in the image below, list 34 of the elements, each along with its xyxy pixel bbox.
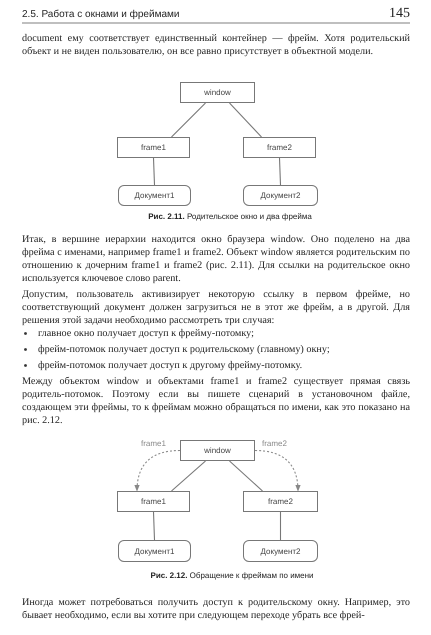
connector-line [171,102,206,138]
running-header: 2.5. Работа с окнами и фреймами [22,9,180,20]
paragraph: Итак, в вершине иерархии находится окно браузера window. Оно поделено на два фрейма с именами, например frame1 и frame2. Объект window является родительским по отношению к дочерним frame1 и frame2 (рис. 2.11). Для ссылки на родительское окно используется ключевое слово parent. [22,233,410,285]
connector-line [152,158,156,186]
edge-label: frame1 [140,438,167,448]
connector-line [280,512,282,540]
paragraph: Между объектом window и объектами frame1 и frame2 существует прямая связь родитель-потомок. Поэтому если вы пишете сценарий в установочном файле, создающем эти фреймы, то к фреймам можно обращаться по имени, как это показано на рис. 2.12. [22,375,410,427]
document-box: Документ1 [118,185,191,206]
dashed-arrow [254,450,300,492]
paragraph: document ему соответствует единственный контейнер — фрейм. Хотя родительский объект и не виден пользователю, он все равно присутствует в объектной модели. [22,32,410,58]
frame-box: frame2 [243,491,318,512]
figure-caption: Рис. 2.11. Родительское окно и два фрейма [147,212,313,221]
document-box: Документ1 [118,540,191,562]
list-item: фрейм-потомок получает доступ к другому фрейму-потомку. [38,359,302,372]
window-box: window [180,82,255,103]
page-number: 145 [388,7,410,20]
edge-label: frame2 [261,438,288,448]
window-box: window [180,440,255,461]
paragraph: Допустим, пользователь активизирует некоторую ссылку в первом фрейме, но соответствующий документ должен загрузиться не в этот же фрейм, а в другой. Для решения этой задачи необходимо рассмотреть три случая: [22,288,410,327]
connector-line [229,102,262,138]
connector-line [229,460,263,492]
dashed-arrow [134,450,180,492]
list-item: фрейм-потомок получает доступ к родительскому (главному) окну; [38,343,330,356]
frame-box: frame2 [243,137,316,158]
paragraph: Иногда может потребоваться получить доступ к родительскому окну. Например, это бывает необходимо, если вы хотите при следующем переходе убрать все фрей- [22,596,410,622]
connector-line [171,460,206,492]
connector-line [152,512,156,540]
connector-line [278,158,282,186]
document-box: Документ2 [243,185,318,206]
document-box: Документ2 [243,540,318,562]
frame-box: frame1 [117,137,190,158]
list-item: главное окно получает доступ к фрейму-потомку; [38,327,254,340]
figure-caption: Рис. 2.12. Обращение к фреймам по имени [149,571,315,580]
frame-box: frame1 [117,491,190,512]
